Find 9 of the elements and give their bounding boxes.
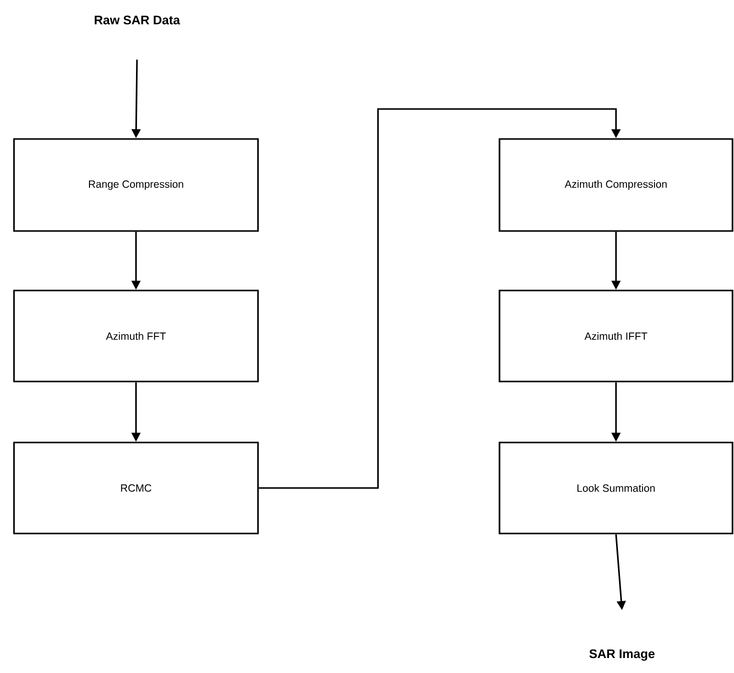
terminal-label: SAR Image — [589, 649, 655, 661]
process-box: Azimuth IFFT — [498, 290, 734, 382]
process-box: RCMC — [13, 442, 259, 534]
terminal-label: Raw SAR Data — [94, 16, 180, 24]
arrow — [258, 108, 621, 489]
process-box: Azimuth Compression — [498, 138, 734, 232]
process-box: Look Summation — [498, 442, 734, 534]
process-box: Range Compression — [13, 138, 259, 232]
process-box: Azimuth FFT — [13, 290, 259, 382]
